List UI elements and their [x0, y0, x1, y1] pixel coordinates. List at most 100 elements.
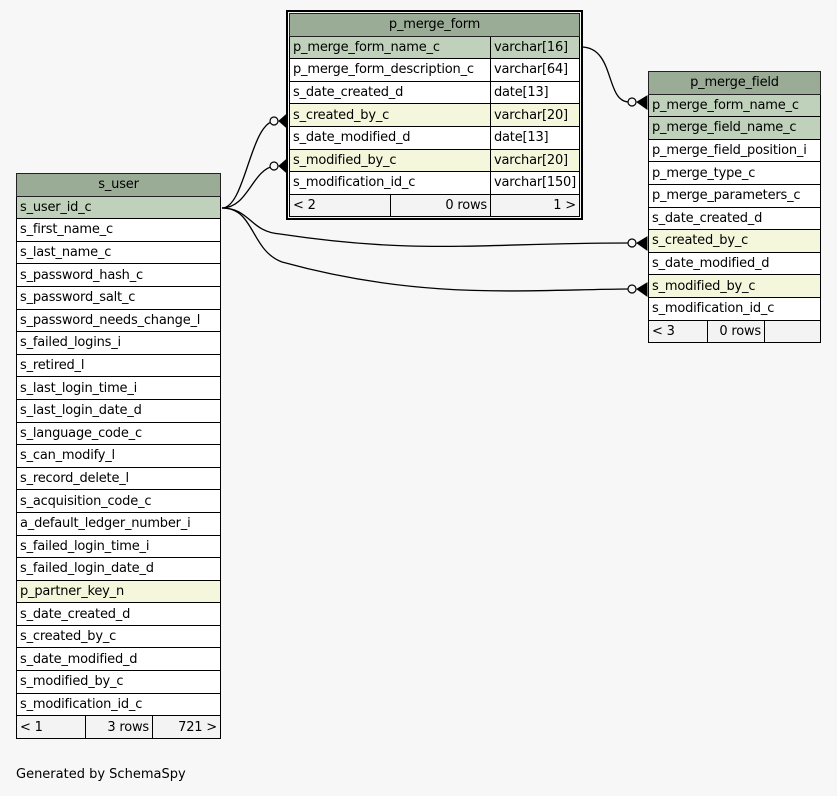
column-row[interactable]: s_first_name_c	[16, 218, 221, 242]
parents-link[interactable]: < 1	[16, 715, 86, 739]
column-name[interactable]: s_first_name_c	[16, 218, 221, 242]
column-name[interactable]: s_date_created_d	[648, 206, 821, 231]
column-row[interactable]: s_user_id_c	[16, 195, 221, 220]
column-row[interactable]: s_modification_id_c	[648, 296, 821, 321]
column-row[interactable]: s_modified_by_c	[648, 274, 821, 298]
column-name[interactable]: p_merge_type_c	[648, 161, 821, 185]
zero-cardinality-icon	[269, 161, 279, 171]
column-row[interactable]: p_merge_type_c	[648, 161, 821, 185]
parents-link[interactable]: < 2	[289, 193, 391, 218]
table-title[interactable]: p_merge_form	[289, 13, 580, 37]
column-row[interactable]: s_can_modify_l	[16, 444, 221, 468]
column-row[interactable]: s_modification_id_c	[16, 692, 221, 717]
column-row[interactable]: s_acquisition_code_c	[16, 489, 221, 513]
column-row[interactable]: s_language_code_c	[16, 421, 221, 446]
edge-s-user-to-p-merge-form-modified-by	[221, 165, 275, 209]
column-row[interactable]: s_last_login_date_d	[16, 398, 221, 423]
column-row[interactable]: s_retired_l	[16, 353, 221, 378]
edge-p-merge-form-to-p-merge-field	[580, 46, 629, 103]
column-row[interactable]: s_date_created_d	[16, 602, 221, 626]
column-name[interactable]: s_record_delete_l	[16, 466, 221, 491]
edge-s-user-to-p-merge-field-created-by	[221, 207, 629, 248]
zero-cardinality-icon	[627, 97, 637, 107]
column-name[interactable]: s_failed_login_time_i	[16, 534, 221, 559]
column-name[interactable]: s_modified_by_c	[16, 670, 221, 694]
column-row[interactable]: s_date_modified_d	[648, 251, 821, 276]
column-row[interactable]: s_failed_login_date_d	[16, 557, 221, 581]
column-name[interactable]: s_modification_id_c	[289, 171, 491, 195]
column-row[interactable]: p_merge_parameters_c	[648, 183, 821, 208]
column-name[interactable]: s_failed_login_date_d	[16, 557, 221, 581]
column-row[interactable]: s_record_delete_l	[16, 466, 221, 491]
column-row[interactable]: p_partner_key_n	[16, 579, 221, 604]
children-link[interactable]	[764, 319, 821, 344]
column-name[interactable]: s_modified_by_c	[648, 274, 821, 298]
column-type: date[13]	[489, 125, 581, 150]
column-row[interactable]: s_date_modified_d	[16, 647, 221, 672]
column-name[interactable]: a_default_ledger_number_i	[16, 511, 221, 536]
column-name[interactable]: p_merge_form_name_c	[648, 93, 821, 118]
children-link[interactable]: 1 >	[489, 193, 581, 218]
column-row[interactable]: a_default_ledger_number_i	[16, 511, 221, 536]
column-name[interactable]: s_last_login_time_i	[16, 376, 221, 400]
column-name[interactable]: s_password_hash_c	[16, 263, 221, 287]
crows-foot-icon	[278, 112, 288, 130]
column-name[interactable]: p_merge_field_name_c	[648, 116, 821, 140]
column-row[interactable]: s_created_by_c	[648, 229, 821, 253]
table-title[interactable]: s_user	[16, 173, 221, 197]
column-row[interactable]: s_last_name_c	[16, 240, 221, 265]
children-link[interactable]: 721 >	[152, 715, 221, 739]
parents-link[interactable]: < 3	[648, 319, 708, 344]
column-row[interactable]: s_password_hash_c	[16, 263, 221, 287]
column-name[interactable]: s_modified_by_c	[289, 148, 491, 173]
column-row[interactable]: s_failed_login_time_i	[16, 534, 221, 559]
column-name[interactable]: s_modification_id_c	[16, 692, 221, 717]
column-name[interactable]: p_partner_key_n	[16, 579, 221, 604]
column-name[interactable]: s_last_name_c	[16, 240, 221, 265]
column-name[interactable]: s_last_login_date_d	[16, 398, 221, 423]
column-row[interactable]: s_date_created_d	[648, 206, 821, 231]
column-name[interactable]: s_date_modified_d	[16, 647, 221, 672]
column-row[interactable]: p_merge_form_name_c	[648, 93, 821, 118]
column-row[interactable]: s_created_by_c	[16, 624, 221, 649]
crows-foot-icon	[636, 282, 648, 297]
column-row[interactable]: s_password_needs_change_l	[16, 308, 221, 333]
column-row[interactable]: p_merge_field_name_c	[648, 116, 821, 140]
column-row[interactable]: s_modified_by_c	[16, 670, 221, 694]
column-name[interactable]: p_merge_parameters_c	[648, 183, 821, 208]
column-row[interactable]: s_password_salt_c	[16, 285, 221, 310]
column-row[interactable]: s_last_login_time_i	[16, 376, 221, 400]
column-name[interactable]: s_can_modify_l	[16, 444, 221, 468]
column-name[interactable]: s_user_id_c	[16, 195, 221, 220]
column-row[interactable]: p_merge_field_position_i	[648, 138, 821, 163]
column-name[interactable]: s_password_needs_change_l	[16, 308, 221, 333]
column-name[interactable]: s_created_by_c	[289, 103, 491, 127]
column-name[interactable]: s_acquisition_code_c	[16, 489, 221, 513]
column-name[interactable]: s_modification_id_c	[648, 296, 821, 321]
column-name[interactable]: s_created_by_c	[16, 624, 221, 649]
column-name[interactable]: p_merge_form_name_c	[289, 35, 491, 60]
column-name[interactable]: s_password_salt_c	[16, 285, 221, 310]
table-title[interactable]: p_merge_field	[648, 71, 821, 95]
column-row[interactable]: s_failed_logins_i	[16, 331, 221, 355]
column-name[interactable]: p_merge_field_position_i	[648, 138, 821, 163]
column-name[interactable]: s_date_created_d	[289, 80, 491, 105]
column-name[interactable]: s_failed_logins_i	[16, 331, 221, 355]
column-name[interactable]: s_date_created_d	[16, 602, 221, 626]
column-name[interactable]: p_merge_form_description_c	[289, 58, 491, 82]
column-name[interactable]: s_language_code_c	[16, 421, 221, 446]
column-name[interactable]: s_date_modified_d	[289, 125, 491, 150]
column-name[interactable]: s_retired_l	[16, 353, 221, 378]
column-name[interactable]: s_date_modified_d	[648, 251, 821, 276]
column-name[interactable]: s_created_by_c	[648, 229, 821, 253]
